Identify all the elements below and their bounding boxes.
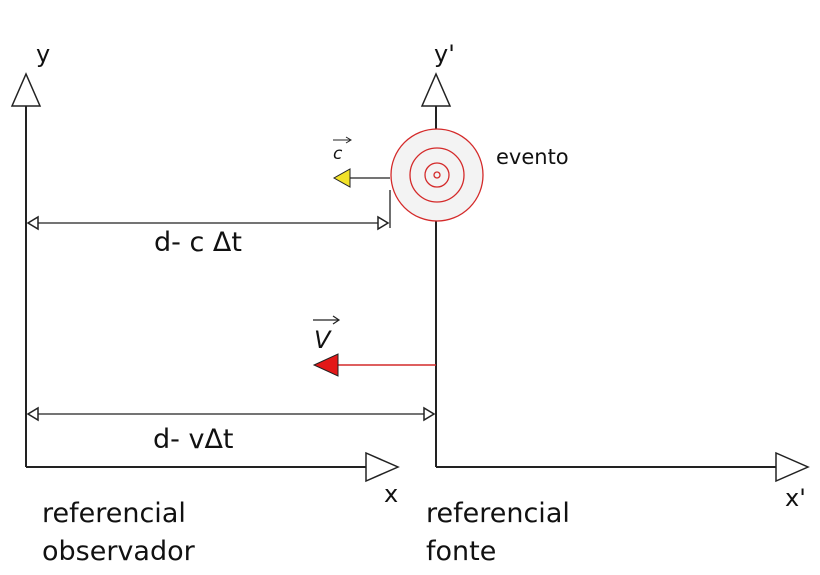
dist-light-left-head	[26, 215, 39, 231]
observer-frame-caption-line2: observador	[42, 536, 196, 567]
source-x-label: x'	[785, 484, 806, 512]
dist-velocity-left-head	[26, 406, 39, 422]
observer-x-label: x	[384, 480, 398, 508]
source-x-arrowhead	[775, 451, 810, 483]
source-y-arrowhead	[420, 72, 452, 107]
source-y-label: y'	[434, 40, 455, 68]
light-arrowhead	[332, 168, 351, 188]
dist-velocity-label: d- vΔt	[153, 424, 234, 455]
event-rings	[390, 128, 484, 222]
event-ring-middle	[409, 147, 465, 203]
dist-light-right-head	[377, 215, 390, 231]
event-center-dot	[433, 171, 441, 179]
event-ring-outer	[390, 128, 484, 222]
observer-y-arrowhead	[10, 72, 42, 107]
event-label: evento	[496, 145, 569, 169]
velocity-arrowhead	[312, 353, 339, 377]
velocity-vector-label: V	[314, 326, 332, 354]
observer-x-arrowhead	[365, 451, 400, 483]
source-frame-caption-line2: fonte	[426, 536, 496, 567]
light-vector-label: c	[333, 144, 343, 164]
dist-light-label: d- c Δt	[154, 227, 242, 258]
event-ring-inner	[424, 162, 450, 188]
velocity-vector-overarrow-tip	[332, 315, 341, 325]
observer-y-label: y	[36, 40, 50, 68]
source-frame-caption-line1: referencial	[426, 498, 570, 529]
dist-velocity-right-head	[423, 406, 436, 422]
light-vector-overarrow-tip	[345, 136, 352, 144]
observer-frame-caption-line1: referencial	[42, 498, 186, 529]
